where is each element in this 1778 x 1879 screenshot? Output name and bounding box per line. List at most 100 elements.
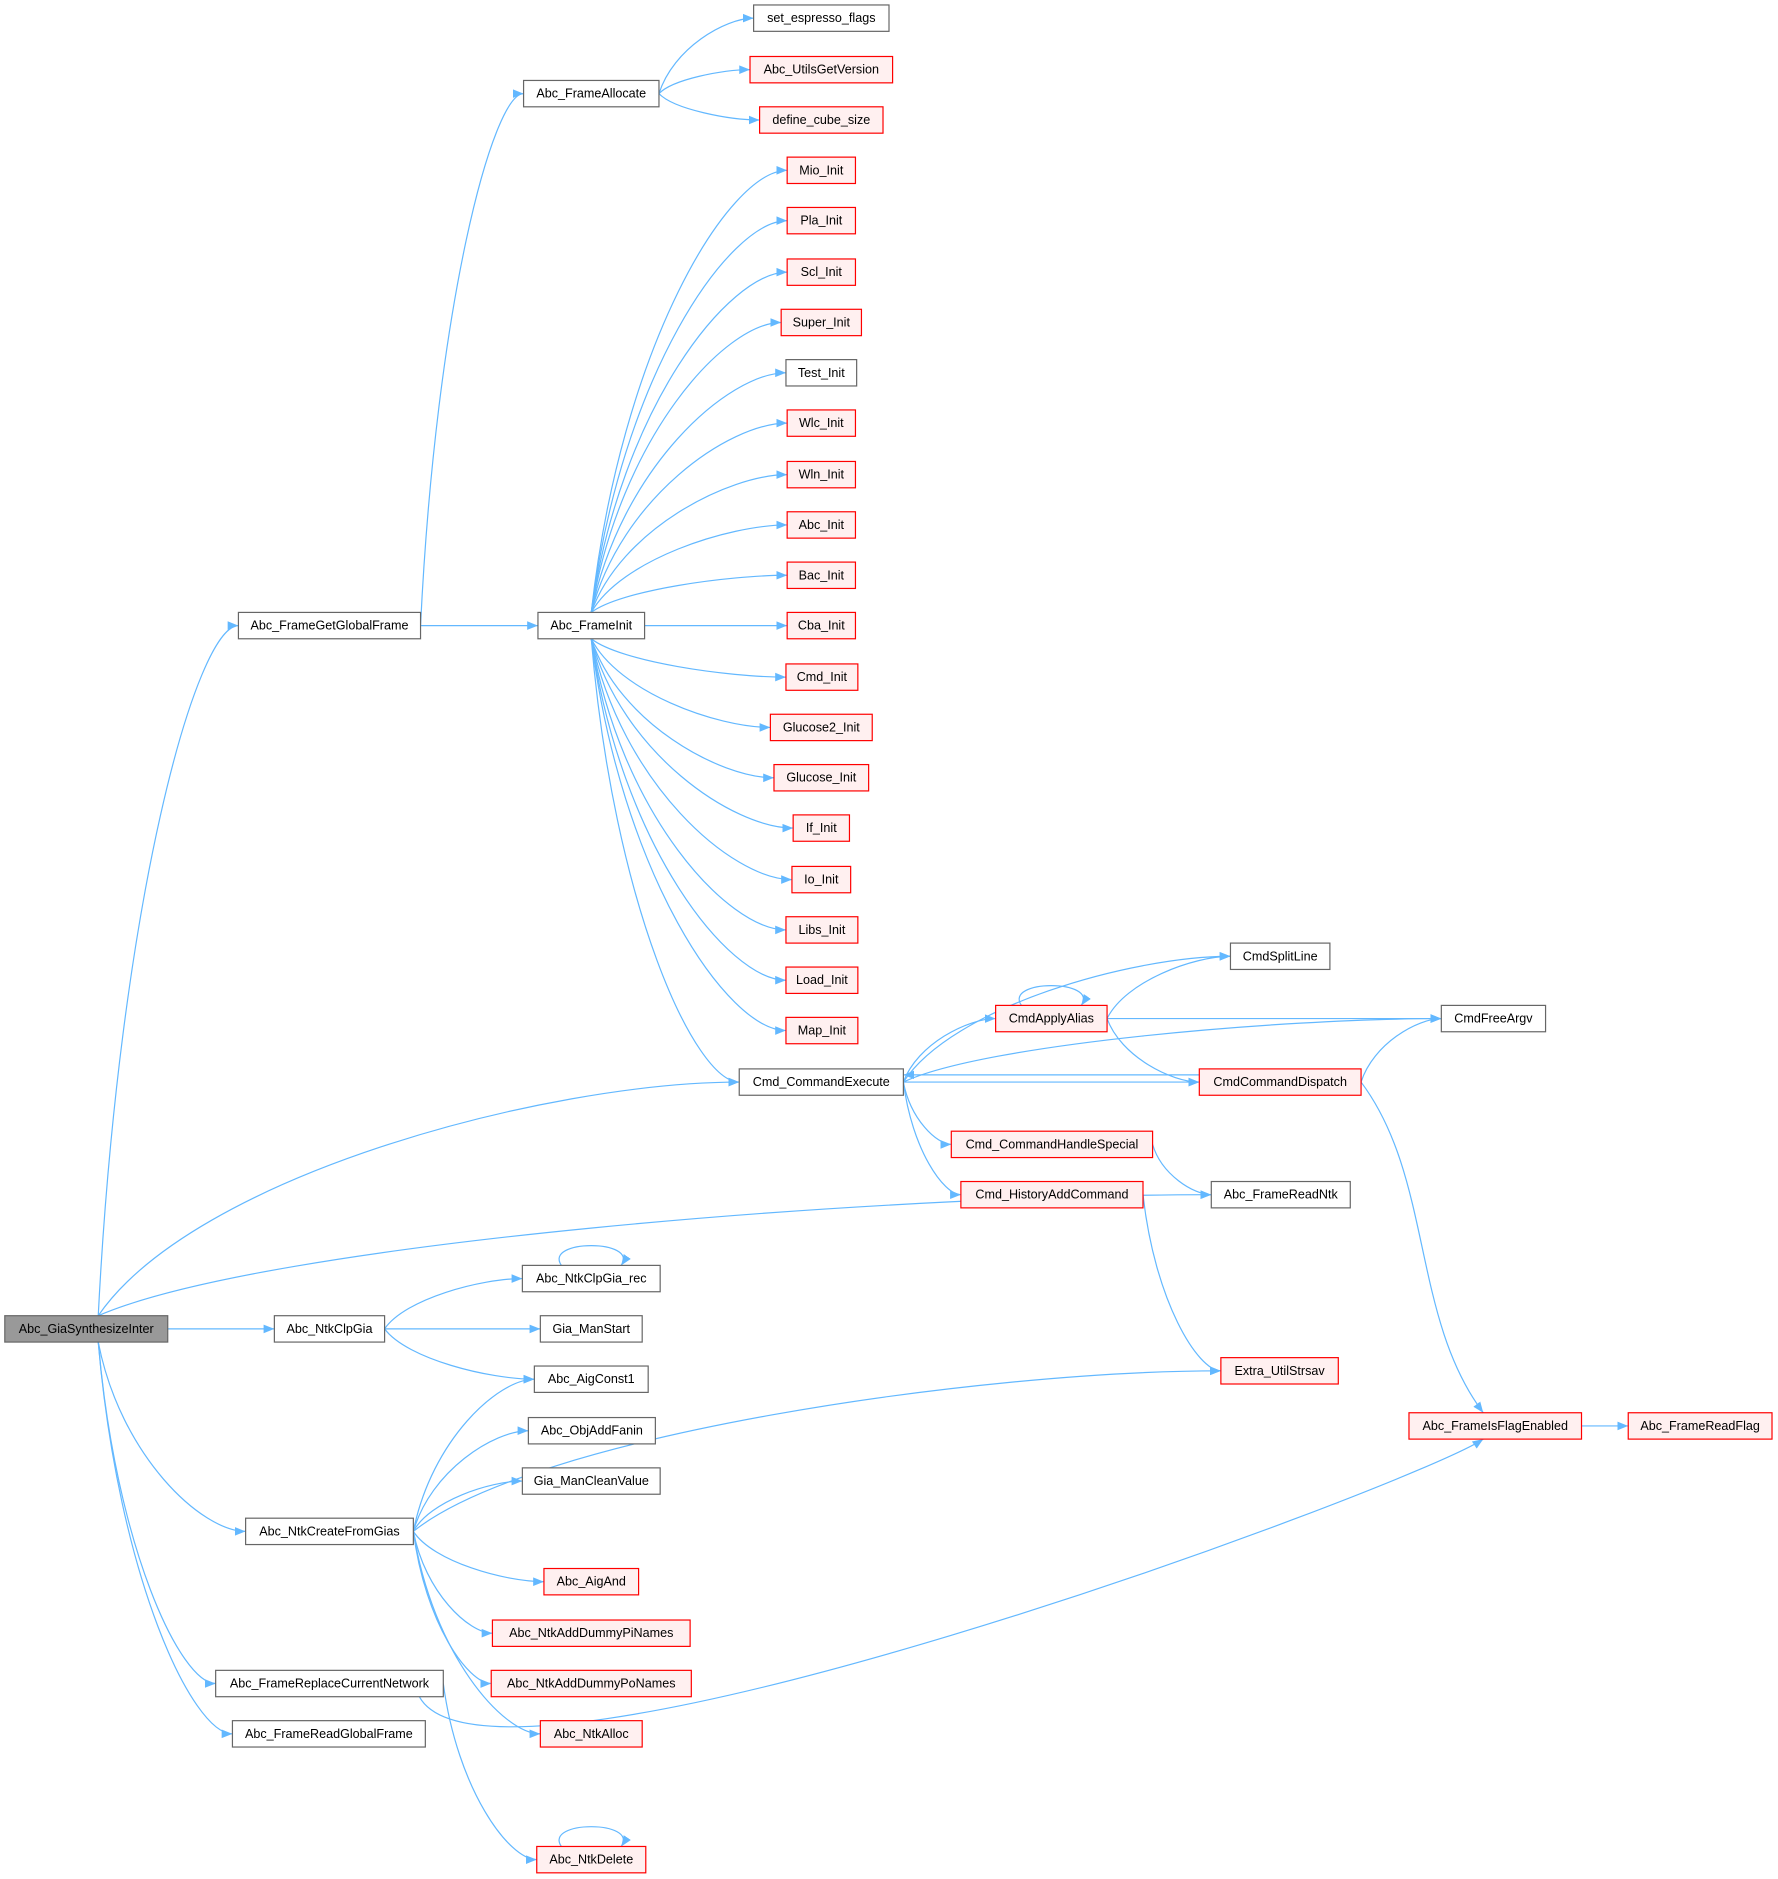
node-label: Abc_NtkDelete	[549, 1853, 633, 1867]
node-box	[786, 409, 857, 437]
node-label: Pla_Init	[800, 214, 842, 228]
node-bac-init[interactable]: Bac_Init	[786, 561, 857, 590]
node-io-init[interactable]: Io_Init	[791, 865, 852, 894]
edge-clprec-to-clprec	[558, 1245, 631, 1266]
node-label: Abc_GiaSynthesizeInter	[19, 1322, 154, 1336]
node-abc-ntkalloc[interactable]: Abc_NtkAlloc	[539, 1720, 643, 1748]
node-label: Cmd_Init	[797, 670, 848, 684]
node-label: CmdFreeArgv	[1454, 1012, 1533, 1026]
edge-cmdexec-to-freeargv	[903, 1014, 1442, 1083]
node-abc-ntkcreatefromgias[interactable]: Abc_NtkCreateFromGias	[245, 1517, 414, 1546]
node-box	[521, 1264, 661, 1293]
node-abc-ntkadddummypinames[interactable]: Abc_NtkAddDummyPiNames	[491, 1619, 691, 1647]
node-define-cube-size[interactable]: define_cube_size	[759, 106, 884, 134]
node-wln-init[interactable]: Wln_Init	[786, 460, 857, 489]
node-box	[786, 258, 857, 286]
node-cmd-init[interactable]: Cmd_Init	[785, 663, 859, 691]
node-box	[237, 611, 422, 640]
node-box	[527, 1416, 656, 1445]
edge-create-to-pinames	[412, 1531, 493, 1638]
node-abc-framereadglobalframe[interactable]: Abc_FrameReadGlobalFrame	[231, 1720, 426, 1748]
node-abc-init[interactable]: Abc_Init	[786, 511, 857, 539]
node-label: Abc_FrameReadNtk	[1224, 1188, 1339, 1202]
edge-frameinit-to-mio	[590, 166, 788, 613]
node-glucose2-init[interactable]: Glucose2_Init	[769, 713, 873, 742]
node-label: CmdApplyAlias	[1009, 1012, 1094, 1026]
node-glucose-init[interactable]: Glucose_Init	[773, 763, 870, 792]
node-abc-frameinit[interactable]: Abc_FrameInit	[537, 611, 646, 640]
node-scl-init[interactable]: Scl_Init	[786, 258, 857, 286]
node-label: Abc_Init	[799, 518, 845, 532]
node-abc-frameallocate[interactable]: Abc_FrameAllocate	[522, 79, 660, 108]
edge-replace-to-flagen	[418, 1438, 1484, 1728]
node-abc-ntkclpgia[interactable]: Abc_NtkClpGia	[273, 1315, 386, 1343]
node-label: Abc_NtkClpGia_rec	[536, 1272, 646, 1286]
node-cmdfreeargv[interactable]: CmdFreeArgv	[1440, 1004, 1547, 1033]
node-pla-init[interactable]: Pla_Init	[786, 206, 857, 235]
node-gia-manstart[interactable]: Gia_ManStart	[539, 1315, 643, 1343]
node-abc-aigconst1[interactable]: Abc_AigConst1	[533, 1365, 649, 1393]
edge-replace-to-ntkdelete	[442, 1683, 537, 1864]
node-abc-ntkclpgia-rec[interactable]: Abc_NtkClpGia_rec	[521, 1264, 661, 1293]
node-abc-framereadflag[interactable]: Abc_FrameReadFlag	[1627, 1412, 1773, 1440]
node-label: CmdCommandDispatch	[1213, 1075, 1347, 1089]
node-box	[785, 359, 858, 387]
node-wlc-init[interactable]: Wlc_Init	[786, 409, 857, 437]
node-abc-ntkadddummyponames[interactable]: Abc_NtkAddDummyPoNames	[490, 1669, 692, 1698]
node-libs-init[interactable]: Libs_Init	[785, 916, 859, 944]
edge-create-to-aigand	[412, 1531, 544, 1586]
edge-frameinit-to-wln	[590, 470, 788, 613]
node-abc-framereplacecurrentnetwork[interactable]: Abc_FrameReplaceCurrentNetwork	[215, 1669, 444, 1698]
node-cmd-commandexecute[interactable]: Cmd_CommandExecute	[738, 1068, 904, 1096]
node-mio-init[interactable]: Mio_Init	[786, 156, 857, 185]
edge-frameinit-to-cmdexec	[590, 638, 740, 1087]
node-label: Gia_ManStart	[552, 1322, 630, 1336]
node-abc-framereadntk[interactable]: Abc_FrameReadNtk	[1210, 1180, 1351, 1209]
node-cmd-historyaddcommand[interactable]: Cmd_HistoryAddCommand	[960, 1180, 1144, 1209]
node-load-init[interactable]: Load_Init	[785, 966, 859, 995]
node-test-init[interactable]: Test_Init	[785, 359, 858, 387]
edge-frameinit-to-bac	[590, 570, 788, 613]
node-label: Extra_UtilStrsav	[1234, 1364, 1325, 1378]
node-label: Abc_NtkCreateFromGias	[259, 1524, 399, 1538]
node-if-init[interactable]: If_Init	[792, 814, 851, 842]
node-abc-objaddfanin[interactable]: Abc_ObjAddFanin	[527, 1416, 656, 1445]
node-abc-ntkdelete[interactable]: Abc_NtkDelete	[536, 1845, 647, 1874]
node-cmdcommanddispatch[interactable]: CmdCommandDispatch	[1198, 1068, 1362, 1096]
node-extra-utilstrsav[interactable]: Extra_UtilStrsav	[1220, 1357, 1339, 1385]
node-cmd-commandhandlespecial[interactable]: Cmd_CommandHandleSpecial	[950, 1130, 1154, 1159]
node-label: Abc_FrameGetGlobalFrame	[250, 619, 408, 633]
node-box	[1408, 1412, 1583, 1440]
edge-create-to-const1	[412, 1374, 535, 1532]
node-abc-giasynthesizeinter[interactable]: Abc_GiaSynthesizeInter	[4, 1315, 169, 1343]
node-box	[215, 1669, 444, 1698]
node-cmdapplyalias[interactable]: CmdApplyAlias	[995, 1004, 1108, 1033]
node-box	[753, 4, 890, 32]
node-super-init[interactable]: Super_Init	[780, 308, 863, 337]
node-map-init[interactable]: Map_Init	[785, 1016, 859, 1045]
node-box	[536, 1845, 647, 1874]
node-set-espresso-flags[interactable]: set_espresso_flags	[753, 4, 890, 32]
edge-root-to-cmdexec	[97, 1077, 740, 1317]
node-abc-utilsgetversion[interactable]: Abc_UtilsGetVersion	[749, 55, 894, 84]
node-box	[749, 55, 894, 84]
node-label: Cmd_HistoryAddCommand	[975, 1188, 1128, 1202]
node-label: Abc_NtkAddDummyPoNames	[507, 1677, 675, 1691]
edge-create-to-cleanval	[412, 1476, 523, 1532]
node-gia-mancleanvalue[interactable]: Gia_ManCleanValue	[521, 1467, 661, 1495]
node-abc-aigand[interactable]: Abc_AigAnd	[543, 1567, 640, 1596]
edge-getglobal-to-alloc	[419, 89, 524, 626]
node-label: Abc_UtilsGetVersion	[764, 63, 879, 77]
node-box	[539, 1315, 643, 1343]
edge-frameinit-to-scl	[590, 267, 788, 613]
node-cba-init[interactable]: Cba_Init	[786, 611, 857, 640]
node-abc-frameisflagenabled[interactable]: Abc_FrameIsFlagEnabled	[1408, 1412, 1583, 1440]
node-box	[522, 79, 660, 108]
node-label: Test_Init	[798, 366, 845, 380]
node-box	[786, 561, 857, 590]
edge-create-to-ponames	[412, 1531, 492, 1688]
node-box	[1198, 1068, 1362, 1096]
node-cmdsplitline[interactable]: CmdSplitLine	[1229, 942, 1331, 971]
node-abc-framegetglobalframe[interactable]: Abc_FrameGetGlobalFrame	[237, 611, 422, 640]
edge-root-to-replace	[97, 1342, 216, 1688]
